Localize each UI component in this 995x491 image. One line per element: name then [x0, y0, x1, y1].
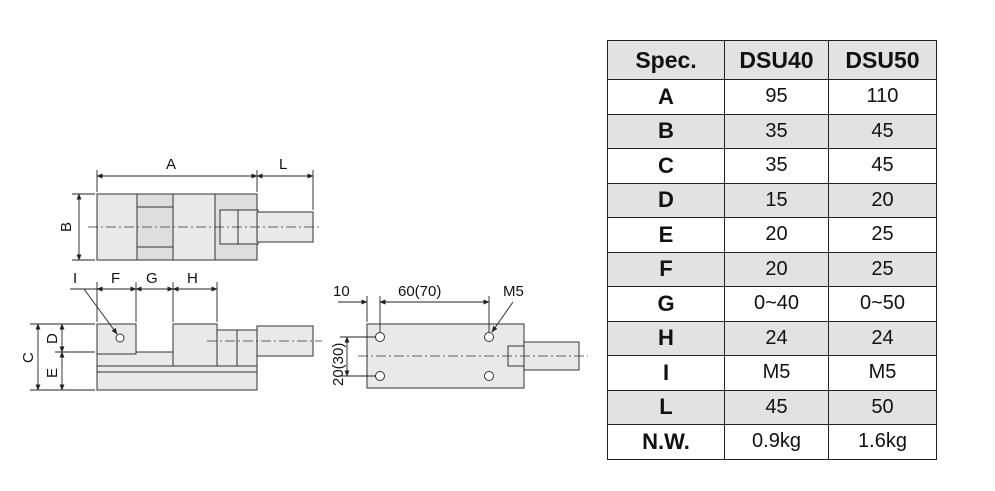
label-d: D [44, 333, 61, 344]
cell-dsu40: 45 [724, 389, 829, 425]
label-c: C [20, 352, 37, 363]
cell-dsu50: 110 [828, 79, 937, 115]
dimension-fgh [70, 282, 218, 335]
dimension-cde [30, 323, 95, 391]
cell-dsu50: 25 [828, 251, 937, 287]
cell-dsu50: 20 [828, 182, 937, 218]
label-e: E [44, 368, 61, 378]
cell-dsu40: 24 [724, 320, 829, 356]
dimension-bottom [338, 296, 514, 377]
front-view [96, 323, 314, 391]
header-dsu40: DSU40 [724, 40, 829, 80]
label-60-70: 60(70) [398, 283, 441, 300]
row-label: I [607, 355, 725, 391]
row-label: H [607, 320, 725, 356]
label-l: L [279, 156, 287, 173]
bottom-mount-holes [375, 332, 494, 381]
front-base [96, 364, 258, 391]
cell-dsu40: 35 [724, 113, 829, 149]
cell-dsu40: 15 [724, 182, 829, 218]
label-f: F [111, 270, 120, 287]
label-10: 10 [333, 283, 350, 300]
row-label: A [607, 79, 725, 115]
top-handle-shaft [256, 211, 314, 243]
row-label: L [607, 389, 725, 425]
label-i: I [73, 270, 77, 287]
label-m5: M5 [503, 283, 524, 300]
dimension-b [72, 193, 95, 261]
cell-dsu50: 50 [828, 389, 937, 425]
label-a: A [166, 156, 176, 173]
front-hole-i [115, 333, 125, 343]
vise-technical-drawing: A L B I F G H [20, 156, 588, 391]
cell-dsu40: 20 [724, 217, 829, 253]
cell-dsu40: 20 [724, 251, 829, 287]
row-label: D [607, 182, 725, 218]
label-b: B [58, 222, 75, 232]
cell-dsu40: 0~40 [724, 286, 829, 322]
row-label: N.W. [607, 424, 725, 460]
cell-dsu40: 35 [724, 148, 829, 184]
header-spec: Spec. [607, 40, 725, 80]
label-h: H [187, 270, 198, 287]
row-label: E [607, 217, 725, 253]
cell-dsu40: 0.9kg [724, 424, 829, 460]
row-label: F [607, 251, 725, 287]
row-label: B [607, 113, 725, 149]
cell-dsu50: 25 [828, 217, 937, 253]
row-label: G [607, 286, 725, 322]
cell-dsu50: 45 [828, 113, 937, 149]
cell-dsu50: M5 [828, 355, 937, 391]
header-dsu50: DSU50 [828, 40, 937, 80]
cell-dsu50: 24 [828, 320, 937, 356]
cell-dsu40: 95 [724, 79, 829, 115]
dimension-a [96, 170, 314, 210]
cell-dsu40: M5 [724, 355, 829, 391]
label-20-30: 20(30) [330, 343, 347, 386]
table-header-row: Spec. DSU40 DSU50 [607, 40, 937, 80]
label-g: G [146, 270, 158, 287]
cell-dsu50: 0~50 [828, 286, 937, 322]
front-moving-jaw [172, 323, 218, 367]
cell-dsu50: 1.6kg [828, 424, 937, 460]
cell-dsu50: 45 [828, 148, 937, 184]
row-label: C [607, 148, 725, 184]
